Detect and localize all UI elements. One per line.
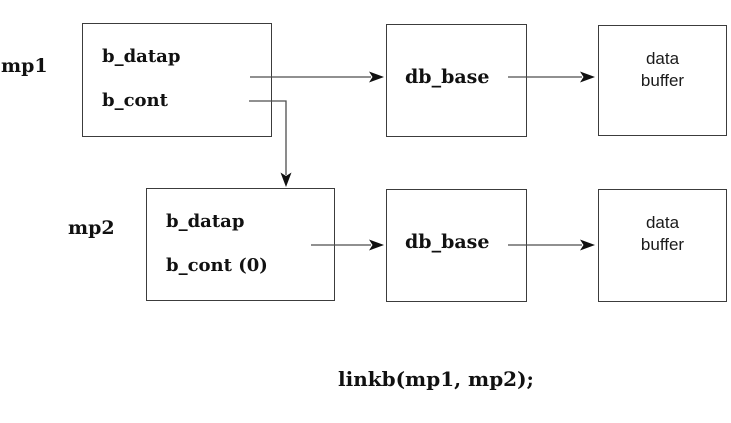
data-buffer-block-bottom: data buffer xyxy=(598,189,727,302)
mp2-message-block: b_datap b_cont (0) xyxy=(146,188,335,301)
db-base-block-top: db_base xyxy=(386,24,527,137)
data-buffer-top-line2: buffer xyxy=(640,71,685,90)
data-buffer-bottom-label: data buffer xyxy=(599,212,726,256)
data-buffer-bottom-line1: data xyxy=(645,213,680,232)
mp2-field-b-datap: b_datap xyxy=(166,211,245,232)
caption-linkb-call: linkb(mp1, mp2); xyxy=(338,367,534,391)
mp1-field-b-datap: b_datap xyxy=(102,46,181,67)
db-base-bottom-label: db_base xyxy=(405,231,490,253)
db-base-top-label: db_base xyxy=(405,66,490,88)
data-buffer-block-top: data buffer xyxy=(598,25,727,136)
data-buffer-top-line1: data xyxy=(645,49,680,68)
mp1-field-b-cont: b_cont xyxy=(102,90,168,111)
data-buffer-bottom-line2: buffer xyxy=(640,235,685,254)
db-base-block-bottom: db_base xyxy=(386,189,527,302)
mp2-label: mp2 xyxy=(68,217,115,239)
mp1-message-block: b_datap b_cont xyxy=(82,23,272,137)
mp1-label: mp1 xyxy=(1,55,48,77)
mp2-field-b-cont: b_cont (0) xyxy=(166,255,268,276)
data-buffer-top-label: data buffer xyxy=(599,48,726,92)
